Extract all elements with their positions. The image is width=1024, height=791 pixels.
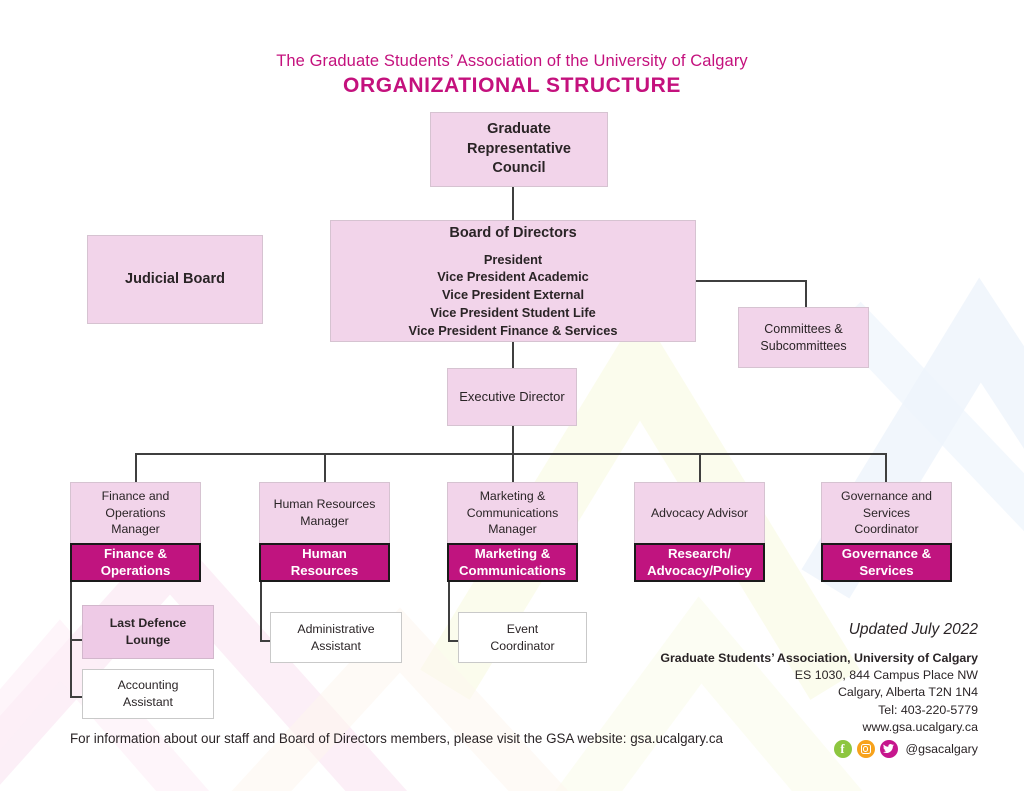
footer-org-name: Graduate Students’ Association, Universi… <box>660 651 978 665</box>
connector-board-exec <box>512 342 514 369</box>
connector-drop-1 <box>135 453 137 482</box>
branch-marketing-communications: Marketing & Communications Manager Marke… <box>447 482 578 582</box>
branch-finance-operations: Finance and Operations Manager Finance &… <box>70 482 201 582</box>
social-handle: @gsacalgary <box>905 741 979 756</box>
branch-advocacy: Advocacy Advisor Research/ Advocacy/Poli… <box>634 482 765 582</box>
connector-board-committees-h <box>696 280 807 282</box>
box-graduate-representative-council: Graduate Representative Council <box>430 112 608 187</box>
footer-contact-block: Updated July 2022 Graduate Students’ Ass… <box>660 621 978 758</box>
box-board-of-directors: Board of Directors President Vice Presid… <box>330 220 696 342</box>
footer-note: For information about our staff and Boar… <box>70 731 723 746</box>
updated-date: Updated July 2022 <box>848 621 978 638</box>
connector-rail <box>135 453 887 455</box>
board-role-president: President <box>483 251 543 267</box>
connector-grc-board <box>512 187 514 221</box>
box-advocacy-advisor: Advocacy Advisor <box>634 482 765 543</box>
box-administrative-assistant: Administrative Assistant <box>270 612 402 663</box>
box-accounting-assistant: Accounting Assistant <box>82 669 214 719</box>
box-human-resources-manager: Human Resources Manager <box>259 482 390 543</box>
box-marketing-communications-manager: Marketing & Communications Manager <box>447 482 578 543</box>
bar-finance-operations: Finance & Operations <box>70 543 201 582</box>
footer-website: www.gsa.ucalgary.ca <box>862 719 978 734</box>
header: The Graduate Students’ Association of th… <box>0 52 1024 98</box>
board-role-vp-student-life: Vice President Student Life <box>430 305 596 321</box>
box-event-coordinator: Event Coordinator <box>458 612 587 663</box>
footer-telephone: Tel: 403-220-5779 <box>878 702 978 717</box>
connector-mkt-event <box>448 640 458 642</box>
bar-research-advocacy-policy: Research/ Advocacy/Policy <box>634 543 765 582</box>
social-row: f @gsacalgary <box>660 739 979 758</box>
board-role-vp-finance-services: Vice President Finance & Services <box>408 323 618 339</box>
box-executive-director: Executive Director <box>447 368 577 426</box>
twitter-icon <box>879 739 898 758</box>
page-subtitle: The Graduate Students’ Association of th… <box>276 52 748 70</box>
connector-board-committees-v <box>805 280 807 308</box>
connector-drop-3 <box>512 453 514 482</box>
branch-governance-services: Governance and Services Coordinator Gove… <box>821 482 952 582</box>
box-committees-subcommittees: Committees & Subcommittees <box>738 307 869 368</box>
connector-drop-4 <box>699 453 701 482</box>
footer-address-line1: ES 1030, 844 Campus Place NW <box>794 668 978 683</box>
connector-exec-rail <box>512 426 514 454</box>
connector-drop-5 <box>885 453 887 482</box>
board-title: Board of Directors <box>449 224 577 241</box>
box-finance-operations-manager: Finance and Operations Manager <box>70 482 201 543</box>
connector-finance-accounting <box>70 696 82 698</box>
box-last-defence-lounge: Last Defence Lounge <box>82 605 214 659</box>
bar-governance-services: Governance & Services <box>821 543 952 582</box>
board-role-vp-academic: Vice President Academic <box>437 269 589 285</box>
box-governance-services-coordinator: Governance and Services Coordinator <box>821 482 952 543</box>
box-judicial-board: Judicial Board <box>87 235 263 324</box>
footer-address-line2: Calgary, Alberta T2N 1N4 <box>837 685 978 700</box>
page-title: ORGANIZATIONAL STRUCTURE <box>343 74 681 97</box>
connector-hr-spine <box>260 580 262 642</box>
facebook-icon: f <box>833 739 852 758</box>
connector-hr-admin <box>260 640 270 642</box>
connector-finance-ldl <box>70 639 82 641</box>
connector-mkt-spine <box>448 580 450 642</box>
board-role-vp-external: Vice President External <box>441 287 585 303</box>
bar-marketing-communications: Marketing & Communications <box>447 543 578 582</box>
branch-human-resources: Human Resources Manager Human Resources <box>259 482 390 582</box>
bar-human-resources: Human Resources <box>259 543 390 582</box>
instagram-icon <box>856 739 875 758</box>
connector-drop-2 <box>324 453 326 482</box>
